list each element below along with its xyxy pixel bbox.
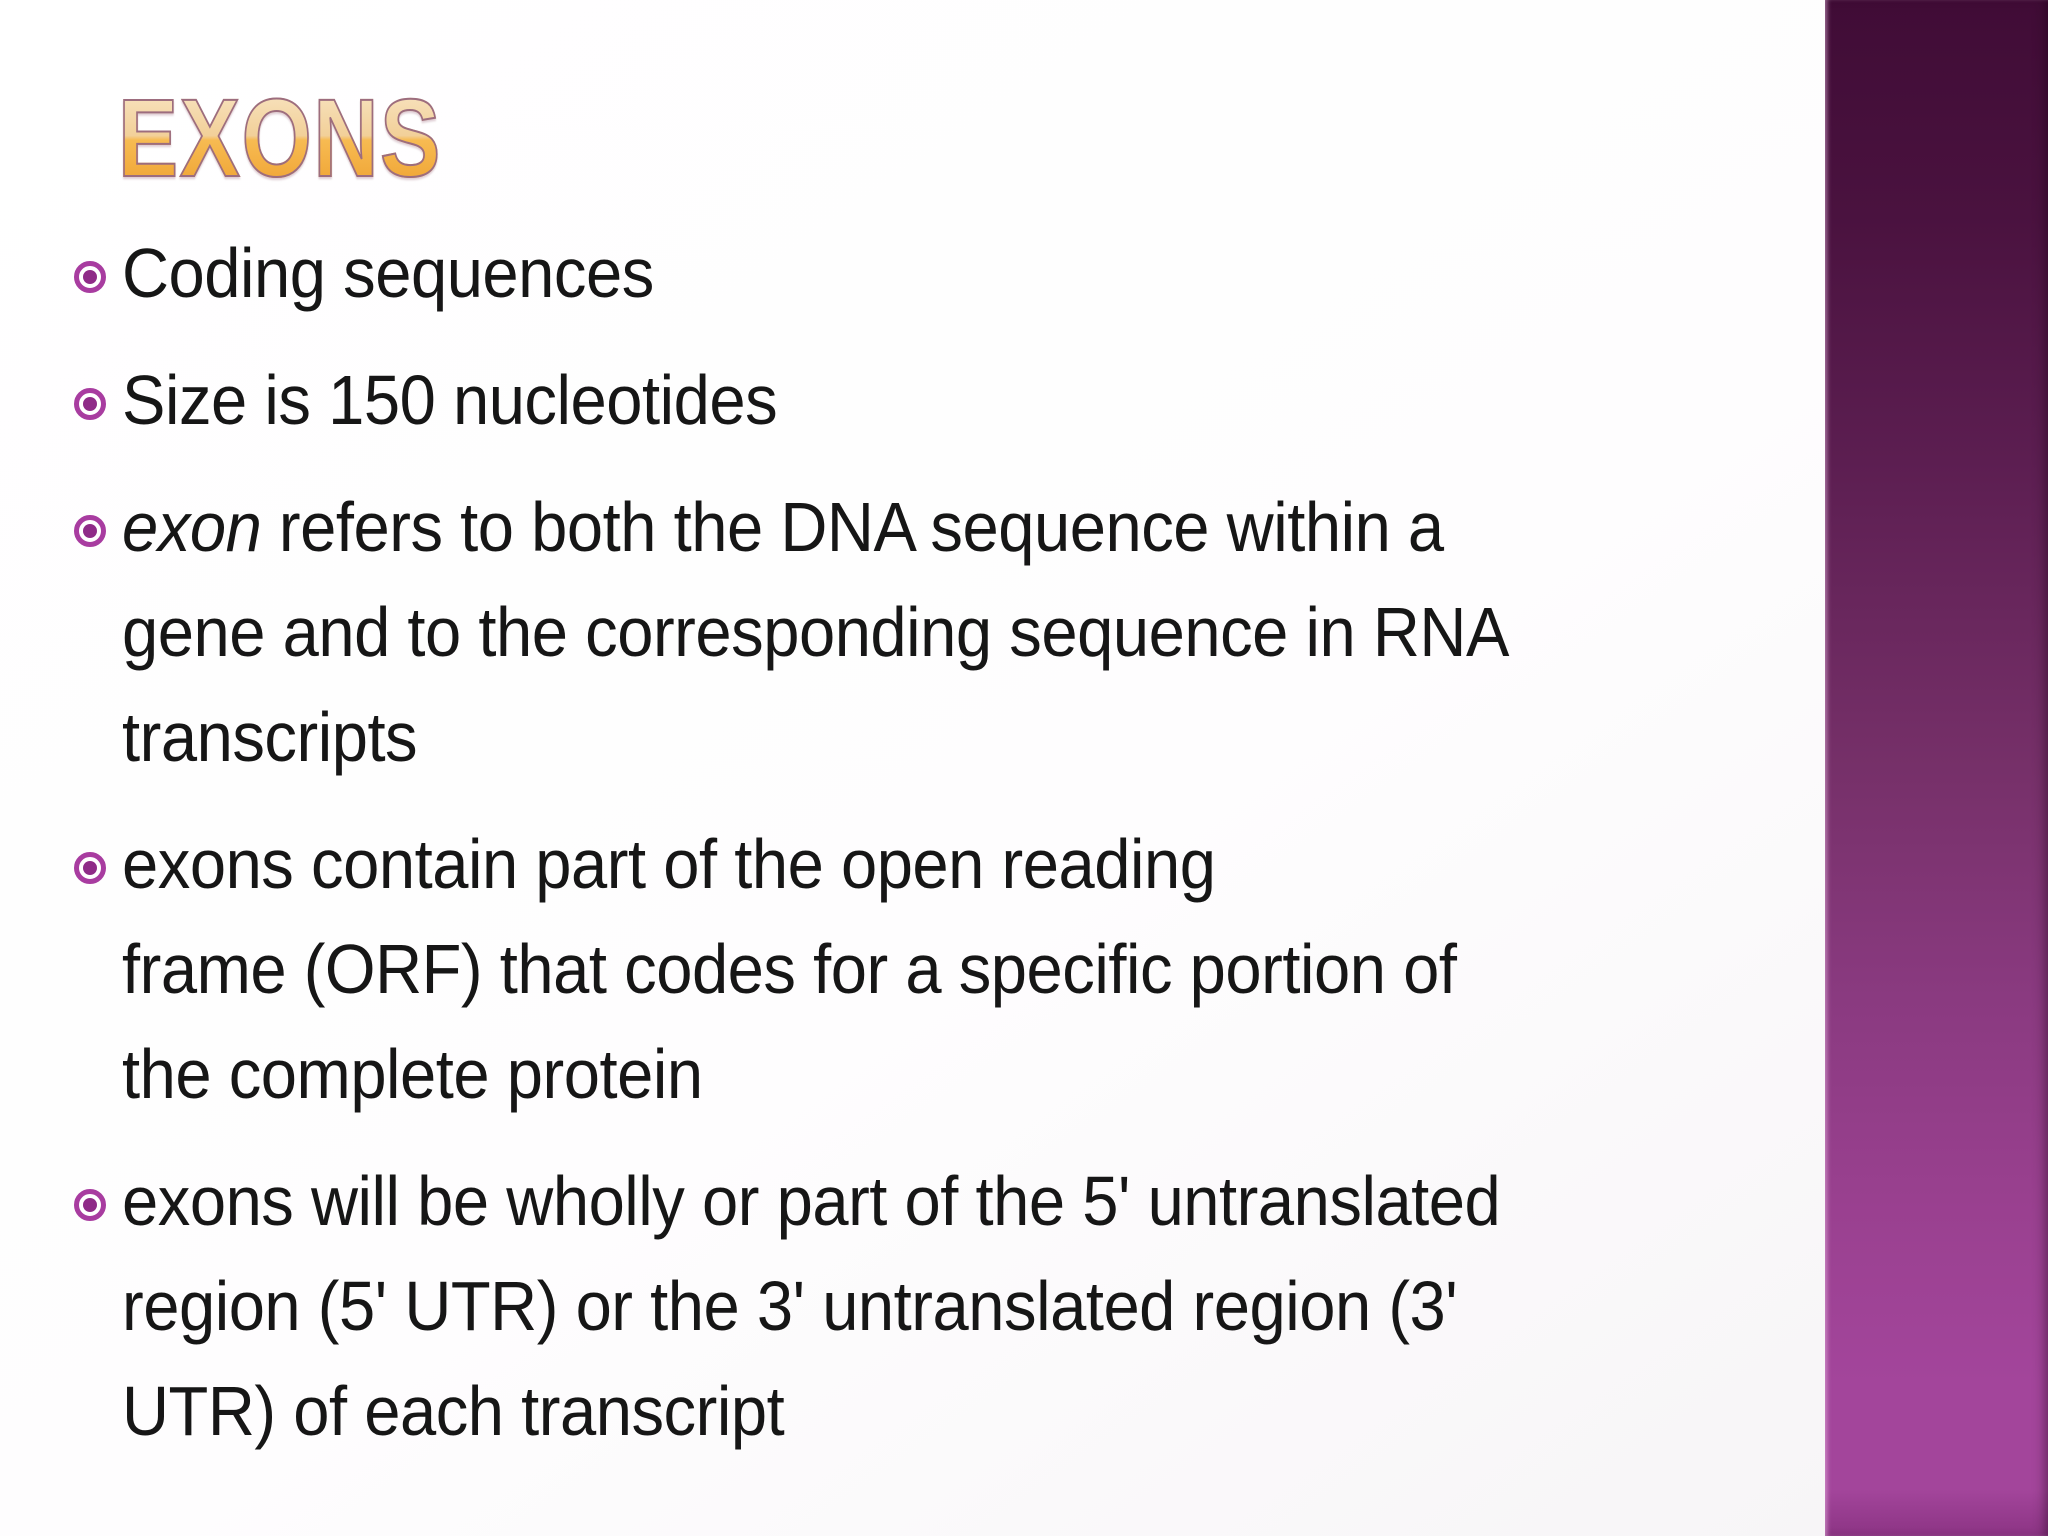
bullet-dot — [83, 397, 97, 411]
list-item: exon refers to both the DNA sequence wit… — [74, 475, 1613, 790]
bullet-text: exons will be wholly or part of the 5' u… — [122, 1162, 1501, 1450]
list-item: Coding sequences — [74, 221, 1613, 326]
target-bullet-icon — [74, 1189, 106, 1221]
bullet-text: exon refers to both the DNA sequence wit… — [122, 488, 1509, 776]
target-bullet-icon — [74, 515, 106, 547]
bullet-dot — [83, 861, 97, 875]
bullet-dot — [83, 270, 97, 284]
target-bullet-icon — [74, 388, 106, 420]
target-bullet-icon — [74, 261, 106, 293]
bullet-dot — [83, 524, 97, 538]
bullet-text: Coding sequences — [122, 234, 654, 312]
list-item: exons will be wholly or part of the 5' u… — [74, 1149, 1613, 1464]
bullet-dot — [83, 1198, 97, 1212]
sidebar-accent-bar — [1825, 0, 2048, 1536]
bullet-text: Size is 150 nucleotides — [122, 361, 778, 439]
slide-title: EXONS — [117, 77, 442, 200]
list-item: Size is 150 nucleotides — [74, 348, 1613, 453]
target-bullet-icon — [74, 852, 106, 884]
